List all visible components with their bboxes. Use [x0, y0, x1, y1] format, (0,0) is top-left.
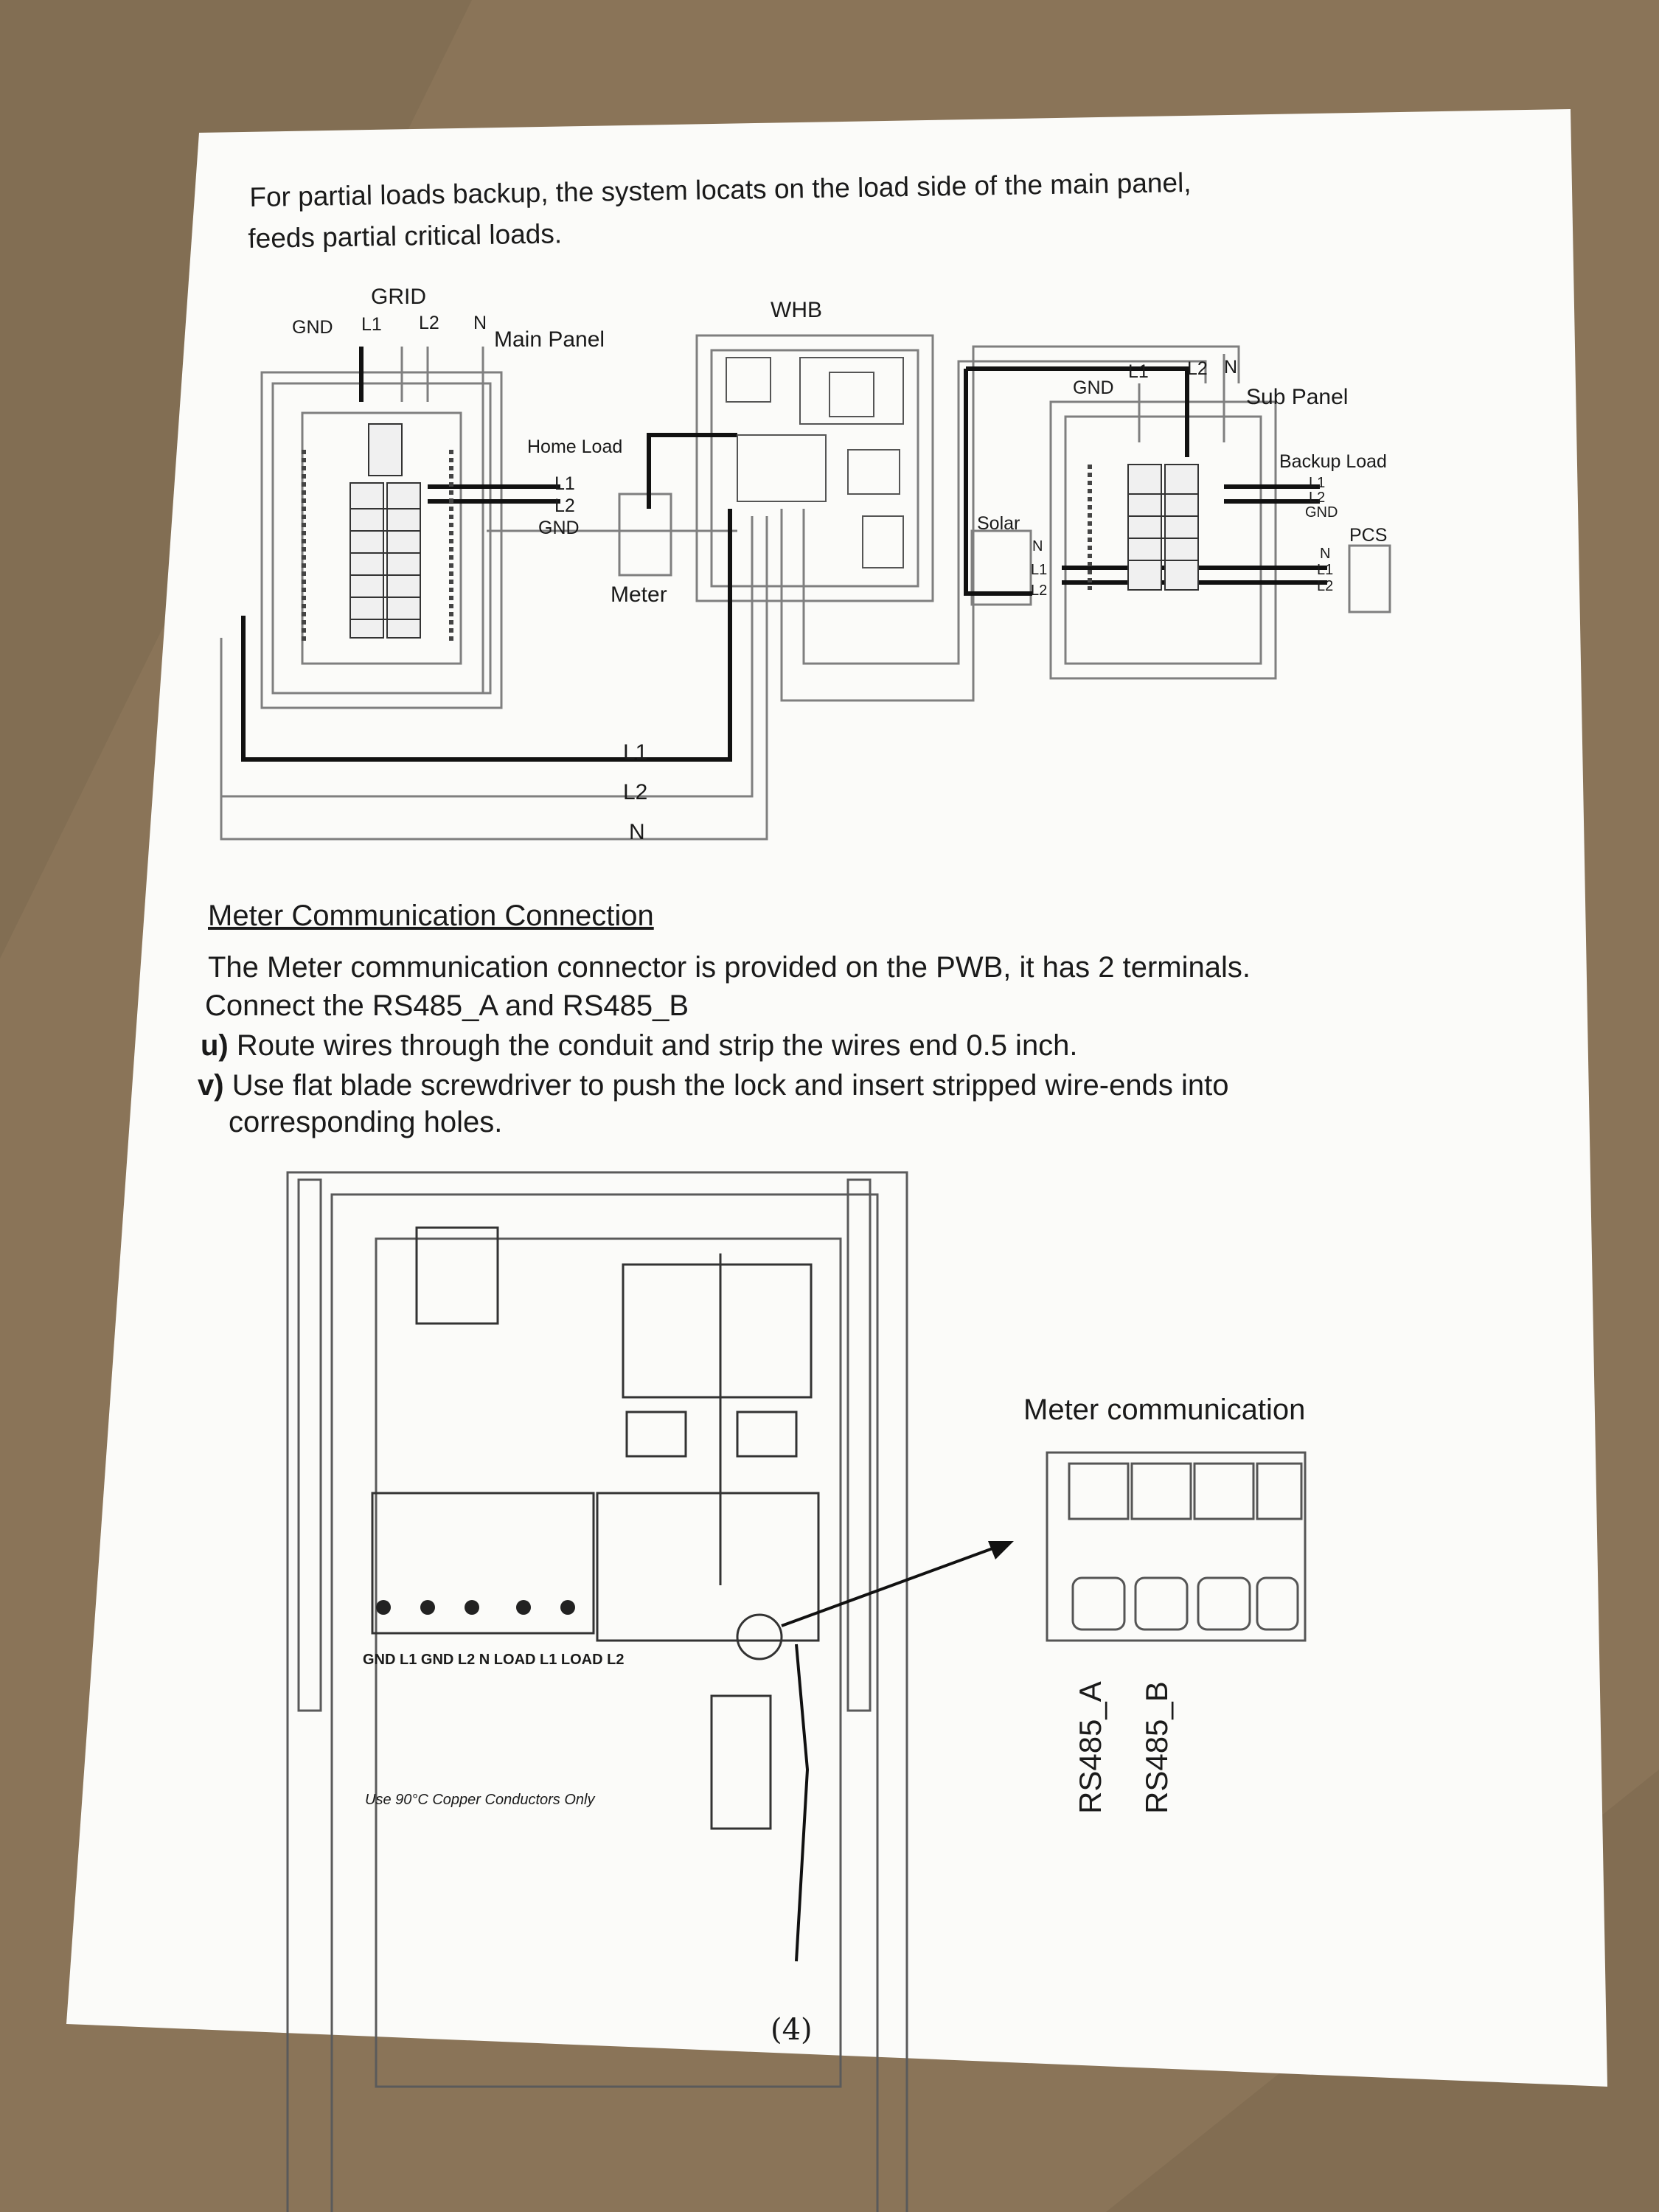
- meter-comm-title: Meter communication: [1023, 1394, 1306, 1426]
- pcs-l2-label: L2: [1317, 578, 1334, 594]
- main-panel-label: Main Panel: [494, 327, 605, 352]
- pcs-label: PCS: [1349, 525, 1388, 546]
- step-u: u) Route wires through the conduit and s…: [201, 1029, 1078, 1062]
- solar-label: Solar: [977, 513, 1020, 534]
- paper-sheet: [66, 109, 1607, 2087]
- sub-l1-label: L1: [1128, 361, 1149, 382]
- bus-l2-label: L2: [623, 780, 648, 804]
- grid-l1-label: L1: [361, 314, 382, 335]
- pcs-box: [1348, 544, 1391, 613]
- home-load-label: Home Load: [527, 437, 623, 457]
- solar-n-label: N: [1032, 538, 1043, 554]
- sub-n-label: N: [1224, 357, 1238, 378]
- pcs-n-label: N: [1320, 546, 1331, 562]
- step-v-continued: corresponding holes.: [229, 1106, 503, 1138]
- page-number: (4): [771, 2013, 813, 2047]
- solar-l2-label: L2: [1031, 582, 1048, 599]
- whb-box: [695, 334, 934, 602]
- home-gnd-label: GND: [538, 518, 580, 538]
- grid-n-label: N: [473, 313, 487, 333]
- solar-l1-label: L1: [1031, 562, 1048, 578]
- step-v-label: v): [198, 1069, 224, 1102]
- step-u-label: u): [201, 1029, 229, 1062]
- meter-label: Meter: [611, 582, 667, 607]
- backup-gnd-label: GND: [1305, 504, 1338, 521]
- grid-l2-label: L2: [419, 313, 439, 333]
- rs485-b-label: RS485_B: [1139, 1681, 1174, 1814]
- sub-gnd-label: GND: [1073, 378, 1114, 398]
- meter-box: [618, 493, 672, 577]
- backup-load-label: Backup Load: [1279, 451, 1387, 472]
- step-v-text: Use flat blade screwdriver to push the l…: [223, 1069, 1229, 1102]
- terminal-labels: GND L1 GND L2 N LOAD L1 LOAD L2: [363, 1652, 625, 1668]
- backup-l1-label: L1: [1309, 475, 1326, 491]
- step-u-text: Route wires through the conduit and stri…: [228, 1029, 1078, 1062]
- sub-panel-box: [1049, 400, 1277, 680]
- bus-l1-label: L1: [623, 740, 648, 765]
- main-panel-box: [260, 371, 503, 709]
- backup-l2-label: L2: [1309, 490, 1326, 506]
- section-heading: Meter Communication Connection: [208, 900, 654, 932]
- step-v: v) Use flat blade screwdriver to push th…: [198, 1069, 1228, 1102]
- whb-label: WHB: [771, 298, 822, 322]
- home-l2-label: L2: [554, 495, 575, 516]
- meter-paragraph-1: The Meter communication connector is pro…: [208, 951, 1251, 984]
- rs485-a-label: RS485_A: [1073, 1681, 1107, 1814]
- sub-panel-label: Sub Panel: [1246, 385, 1349, 409]
- sub-l2-label: L2: [1187, 358, 1208, 379]
- home-l1-label: L1: [554, 473, 575, 494]
- solar-box: [970, 529, 1032, 606]
- grid-gnd-label: GND: [292, 317, 333, 338]
- pcs-l1-label: L1: [1317, 562, 1334, 578]
- grid-label: GRID: [371, 285, 426, 309]
- copper-note: Use 90°C Copper Conductors Only: [365, 1792, 595, 1808]
- meter-paragraph-2: Connect the RS485_A and RS485_B: [205, 990, 689, 1022]
- bus-n-label: N: [629, 820, 645, 844]
